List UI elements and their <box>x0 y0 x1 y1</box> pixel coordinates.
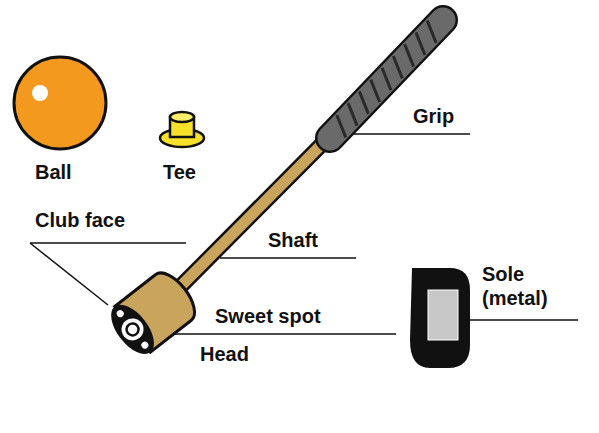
ball-highlight <box>32 85 48 101</box>
part-label: Sweet spot <box>215 304 321 328</box>
grip-stripe <box>427 21 436 43</box>
part-label: Sole (metal) <box>482 262 574 310</box>
tee <box>160 112 204 147</box>
shaft-outline <box>165 130 336 302</box>
shaft <box>165 130 336 302</box>
sole <box>410 268 470 368</box>
part-label: Club face <box>35 208 125 232</box>
grip-stripe <box>337 115 346 137</box>
part-label: Grip <box>413 104 454 128</box>
grip-stripe <box>393 56 402 78</box>
grip-stripe <box>416 32 425 54</box>
club-head <box>103 266 203 362</box>
grip-stripe <box>348 103 357 125</box>
ball-label: Ball <box>35 160 72 184</box>
part-label: Head <box>200 342 249 366</box>
grip-stripe <box>371 80 380 102</box>
grip-stripe <box>382 68 391 90</box>
part-label: Shaft <box>268 228 318 252</box>
tee-label: Tee <box>163 160 196 184</box>
ball <box>14 57 106 149</box>
grip-stripe <box>405 44 414 66</box>
grip-stripe <box>359 91 368 113</box>
